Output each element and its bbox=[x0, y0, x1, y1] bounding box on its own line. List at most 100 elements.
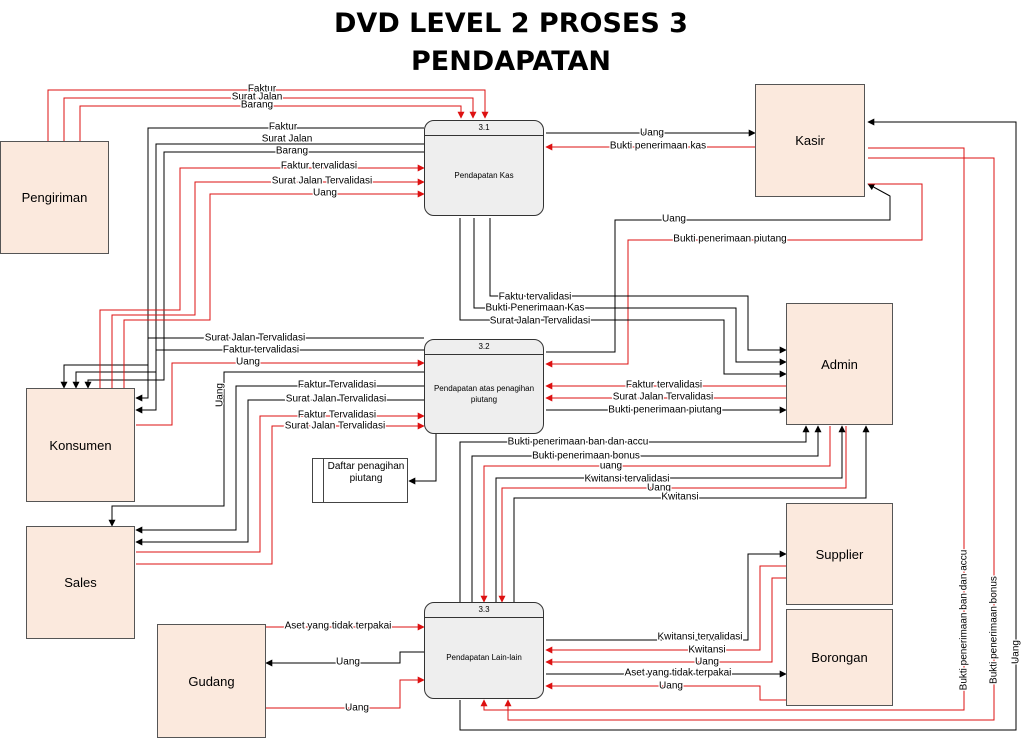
flow-label-16: Surat Jalan Tervalidasi bbox=[205, 333, 305, 344]
flow-label-40: Uang bbox=[659, 681, 683, 692]
process-id: 3.3 bbox=[425, 603, 543, 618]
flow-label-25: Surat Jalan Tervalidasi bbox=[613, 392, 713, 403]
flow-line-35 bbox=[266, 676, 425, 709]
flow-line-34 bbox=[265, 651, 424, 667]
flow-label-5: Barang bbox=[276, 146, 308, 157]
flow-label-36: Kwitansi tervalidasi bbox=[657, 632, 742, 643]
flow-label-2: Barang bbox=[241, 100, 273, 111]
flow-line-15 bbox=[459, 218, 787, 378]
process-3-3: 3.3 Pendapatan Lain-lain bbox=[424, 602, 544, 699]
flow-line-22 bbox=[136, 412, 425, 553]
flow-label-29: uang bbox=[600, 461, 622, 472]
flow-line-12 bbox=[545, 183, 923, 368]
flow-label-19: Uang bbox=[215, 383, 226, 407]
diagram-title-line1: DVD LEVEL 2 PROSES 3 bbox=[334, 8, 688, 39]
flow-label-35: Uang bbox=[345, 703, 369, 714]
data-store-daftar-penagihan-piutang: Daftar penagihan piutang bbox=[312, 458, 408, 503]
entity-konsumen: Konsumen bbox=[26, 388, 135, 502]
process-3-2: 3.2 Pendapatan atas penagihan piutang bbox=[424, 339, 544, 434]
store-divider bbox=[323, 459, 324, 502]
flow-label-24: Faktur tervalidasi bbox=[626, 380, 702, 391]
flow-label-23: Surat Jalan Tervalidasi bbox=[285, 421, 385, 432]
flow-label-30: Kwitansi tervalidasi bbox=[584, 474, 669, 485]
flow-line-6 bbox=[99, 164, 425, 388]
entity-sales: Sales bbox=[26, 526, 135, 639]
flow-label-43: Uang bbox=[1011, 640, 1022, 664]
flow-label-32: Kwitansi bbox=[661, 492, 698, 503]
flow-line-29 bbox=[480, 426, 831, 603]
flow-line-18 bbox=[136, 359, 425, 426]
flow-line-1 bbox=[63, 97, 477, 141]
entity-gudang: Gudang bbox=[157, 624, 266, 738]
flow-label-14: Bukti Penerimaan Kas bbox=[486, 303, 585, 314]
process-id: 3.1 bbox=[425, 121, 543, 136]
flow-label-12: Bukti penerimaan piutang bbox=[673, 234, 786, 245]
flow-label-20: Faktur Tervalidasi bbox=[298, 380, 376, 391]
flow-line-13 bbox=[489, 218, 787, 354]
process-name: Pendapatan atas penagihan piutang bbox=[433, 383, 535, 404]
flow-label-18: Uang bbox=[236, 357, 260, 368]
flow-label-7: Surat Jalan Tervalidasi bbox=[272, 176, 372, 187]
flow-line-20 bbox=[135, 385, 424, 534]
store-label: Daftar penagihan piutang bbox=[327, 461, 405, 484]
flow-label-6: Faktur tervalidasi bbox=[281, 161, 357, 172]
flow-line-31 bbox=[498, 426, 847, 603]
flow-label-37: Kwitansi bbox=[688, 645, 725, 656]
flow-label-34: Uang bbox=[336, 657, 360, 668]
flow-label-17: Faktur tervalidasi bbox=[223, 345, 299, 356]
flow-line-14 bbox=[473, 218, 787, 366]
flow-label-21: Surat Jalan Tervalidasi bbox=[286, 394, 386, 405]
flow-label-0: Faktur bbox=[248, 84, 277, 95]
entity-admin: Admin bbox=[786, 303, 893, 425]
flow-line-11 bbox=[546, 183, 891, 353]
diagram-title-line2: PENDAPATAN bbox=[410, 46, 612, 77]
flow-label-11: Uang bbox=[662, 214, 686, 225]
flow-label-10: Bukti penerimaan kas bbox=[610, 141, 706, 152]
flow-line-30 bbox=[495, 425, 846, 602]
flow-label-3: Faktur bbox=[269, 122, 298, 133]
flow-line-17 bbox=[135, 349, 424, 414]
flow-line-38 bbox=[545, 577, 786, 666]
flow-line-5 bbox=[84, 151, 424, 389]
flow-line-7 bbox=[111, 178, 425, 388]
flow-line-40 bbox=[545, 682, 786, 701]
flow-line-36 bbox=[546, 550, 787, 641]
entity-borongan: Borongan bbox=[786, 609, 893, 706]
flow-line-19 bbox=[108, 371, 424, 527]
entity-pengiriman: Pengiriman bbox=[0, 141, 109, 254]
flow-line-32 bbox=[513, 425, 870, 602]
flow-label-39: Aset yang tidak terpakai bbox=[625, 668, 732, 679]
flow-line-28 bbox=[471, 425, 822, 602]
flow-label-4: Surat Jalan bbox=[262, 134, 313, 145]
flow-line-2 bbox=[79, 105, 465, 141]
flow-label-42: Bukti penerimaan bonus bbox=[989, 576, 1000, 684]
flow-line-store bbox=[408, 434, 437, 485]
flow-line-37 bbox=[545, 565, 786, 654]
flow-label-26: Bukti penerimaan piutang bbox=[608, 405, 721, 416]
flow-line-23 bbox=[136, 422, 425, 565]
process-name: Pendapatan Kas bbox=[454, 170, 514, 180]
process-name: Pendapatan Lain-lain bbox=[446, 653, 522, 662]
flow-label-41: Bukti penerimaan ban dan accu bbox=[959, 550, 970, 691]
flow-label-28: Bukti penerimaan bonus bbox=[532, 451, 640, 462]
flow-label-9: Uang bbox=[640, 128, 664, 139]
flow-line-43 bbox=[459, 118, 1017, 731]
flow-label-27: Bukti penerimaan ban dan accu bbox=[508, 437, 649, 448]
flow-label-31: Uang bbox=[647, 483, 671, 494]
flow-label-15: Surat Jalan Tervalidasi bbox=[490, 316, 590, 327]
entity-supplier: Supplier bbox=[786, 503, 893, 605]
entity-kasir: Kasir bbox=[755, 84, 865, 197]
flow-line-27 bbox=[459, 425, 810, 602]
flow-line-8 bbox=[123, 190, 425, 388]
flow-label-8: Uang bbox=[313, 188, 337, 199]
flow-line-41 bbox=[480, 147, 965, 711]
flow-line-42 bbox=[504, 157, 995, 721]
process-3-1: 3.1 Pendapatan Kas bbox=[424, 120, 544, 216]
flow-label-33: Aset yang tidak terpakai bbox=[285, 621, 392, 632]
flow-label-22: Faktur Tervalidasi bbox=[298, 410, 376, 421]
flow-label-38: Uang bbox=[695, 657, 719, 668]
flow-line-21 bbox=[135, 399, 424, 546]
flow-line-16 bbox=[135, 337, 424, 402]
process-id: 3.2 bbox=[425, 340, 543, 355]
